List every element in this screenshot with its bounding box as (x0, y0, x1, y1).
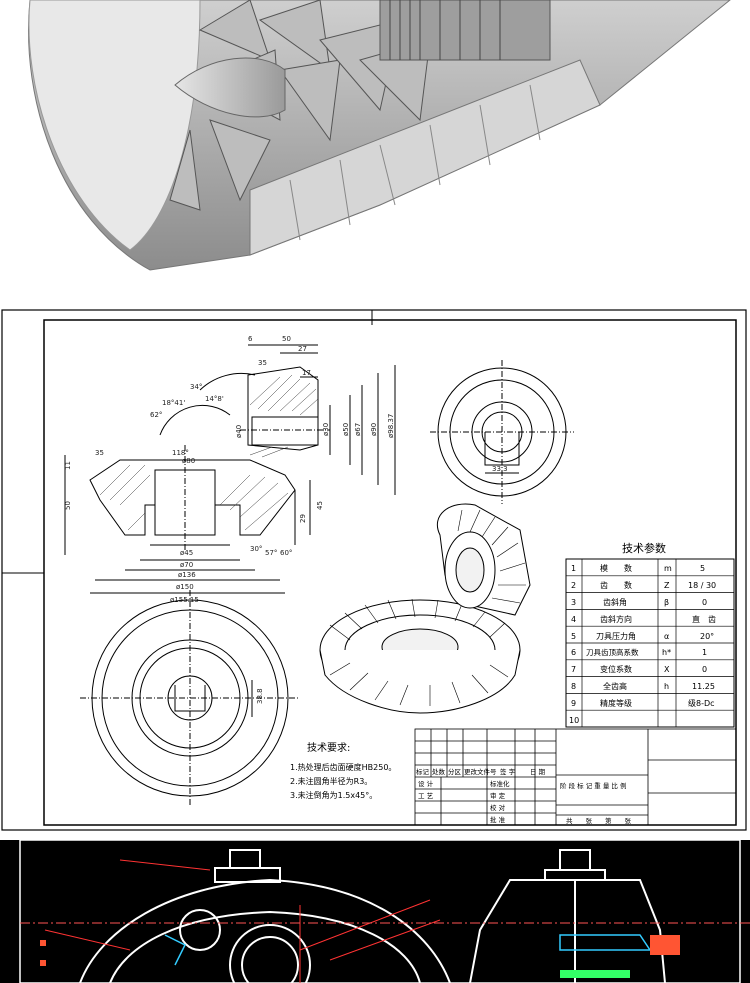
requirements-title: 技术要求: (307, 741, 350, 754)
param-name: 刀具齿顶高系数 (586, 647, 639, 657)
dim-50: 50 (282, 335, 291, 343)
dim-l50: 50 (64, 501, 72, 510)
dim-d30: ø30 (322, 423, 330, 436)
param-val: 18 / 30 (688, 581, 716, 590)
angle-60: 60° (280, 549, 292, 557)
tech-params-table: 技术参数 1 模 数 m 5 2 齿 数 Z 18 / 30 (565, 541, 735, 728)
tb-header-date: 日 期 (530, 768, 546, 776)
param-val: 0 (702, 598, 707, 607)
dim-l45: 45 (316, 501, 324, 510)
tb-check: 校 对 (490, 803, 506, 812)
tb-standard: 标准化 (490, 779, 510, 788)
dim-d150: ø150 (176, 583, 194, 591)
param-val: 级8-Dc (688, 698, 715, 708)
cad-assembly-drawing (0, 840, 750, 983)
dim-l29: 29 (299, 514, 307, 523)
param-sym: Z (664, 581, 670, 590)
gear-pair-isometric (319, 503, 531, 714)
param-name: 模 数 (600, 563, 632, 573)
tb-right-footer: 共 张 第 张 (566, 816, 632, 825)
param-no: 7 (571, 665, 576, 674)
gear-engineering-drawing: 6 50 27 35 17 ø30 ø50 ø67 ø90 ø98.37 ø40… (0, 305, 750, 835)
dim-d98: ø98.37 (387, 414, 395, 438)
angle-14: 14°8' (205, 395, 224, 403)
param-name: 精度等级 (600, 698, 632, 708)
param-name: 全齿高 (603, 681, 627, 691)
param-sym: X (664, 665, 670, 674)
dim-d136: ø136 (178, 571, 196, 579)
param-val: 11.25 (692, 682, 715, 691)
param-no: 4 (571, 615, 576, 624)
dim-d90: ø90 (370, 423, 378, 436)
angle-118: 118° (172, 449, 189, 457)
dim-d67: ø67 (354, 423, 362, 436)
dim-17: 17 (302, 369, 311, 377)
angle-30: 30° (250, 545, 262, 553)
section-view (64, 344, 396, 594)
tb-header-zone: 分区 (448, 767, 462, 776)
param-name: 齿斜角 (603, 597, 627, 607)
dim-l35: 35 (95, 449, 104, 457)
dim-d80: ø80 (182, 457, 195, 465)
title-block-text: 标记 处数 分区 更改文件号 签 字 日 期 设 计 工 艺 标准化 审 定 校… (416, 767, 632, 825)
param-no: 3 (571, 598, 576, 607)
param-no: 9 (571, 699, 576, 708)
requirement-item: 1.热处理后齿面硬度HB250。 (290, 762, 396, 772)
param-sym: h (664, 682, 669, 691)
title-block (414, 728, 737, 826)
dim-6: 6 (248, 335, 253, 343)
param-sym: β (664, 598, 669, 607)
dim-35: 35 (258, 359, 267, 367)
gear-face-view (80, 590, 300, 805)
drawing-sheet: 6 50 27 35 17 ø30 ø50 ø67 ø90 ø98.37 ø40… (1, 309, 747, 831)
dim-d70: ø70 (180, 561, 193, 569)
pinion-side-view (430, 360, 574, 504)
jet-engine-render (0, 0, 750, 300)
param-no: 2 (571, 581, 576, 590)
param-name: 齿斜方向 (600, 614, 632, 624)
param-name: 齿 数 (600, 580, 632, 590)
tb-header-file: 更改文件号 (464, 767, 497, 776)
jet-engine-illustration (28, 0, 731, 271)
param-val: 1 (702, 648, 707, 657)
tb-design: 设 计 (418, 779, 434, 788)
param-no: 6 (571, 648, 576, 657)
tb-header-count: 处数 (432, 767, 446, 776)
tech-requirements: 技术要求: 1.热处理后齿面硬度HB250。 2.未注圆角半径为R3。 3.未注… (290, 741, 396, 800)
dim-d45: ø45 (180, 549, 193, 557)
angle-34: 34° (190, 383, 202, 391)
assembly-view (19, 840, 750, 983)
tb-ratify: 批 准 (490, 815, 506, 824)
param-sym: α (664, 632, 669, 641)
tb-approve: 审 定 (490, 791, 506, 800)
param-no: 10 (569, 716, 579, 725)
param-val: 0 (702, 665, 707, 674)
param-name: 刀具压力角 (596, 631, 636, 641)
param-val: 直 齿 (692, 614, 716, 624)
param-sym: h* (662, 648, 671, 657)
param-no: 5 (571, 632, 576, 641)
param-name: 变位系数 (600, 664, 632, 674)
dim-l33: 33.3 (492, 465, 508, 473)
tb-right-header: 阶 段 标 记 重 量 比 例 (560, 781, 626, 790)
tb-process: 工 艺 (418, 792, 434, 800)
dim-d40: ø40 (235, 425, 243, 438)
dim-l38: 38.8 (256, 688, 264, 704)
requirement-item: 2.未注圆角半径为R3。 (290, 776, 372, 786)
param-val: 5 (700, 564, 705, 573)
dim-l11: 11 (64, 461, 72, 470)
tb-header-sign: 签 字 (500, 767, 516, 776)
dim-27: 27 (298, 345, 307, 353)
tb-header-mark: 标记 (416, 767, 430, 776)
angle-62: 62° (150, 411, 162, 419)
dim-d50: ø50 (342, 423, 350, 436)
param-no: 1 (571, 564, 576, 573)
param-no: 8 (571, 682, 576, 691)
tech-params-title: 技术参数 (622, 541, 666, 555)
param-sym: m (664, 564, 672, 573)
angle-57: 57° (265, 549, 277, 557)
param-val: 20° (700, 632, 714, 641)
angle-18: 18°41' (162, 399, 185, 407)
requirement-item: 3.未注倒角为1.5x45°。 (290, 790, 377, 800)
